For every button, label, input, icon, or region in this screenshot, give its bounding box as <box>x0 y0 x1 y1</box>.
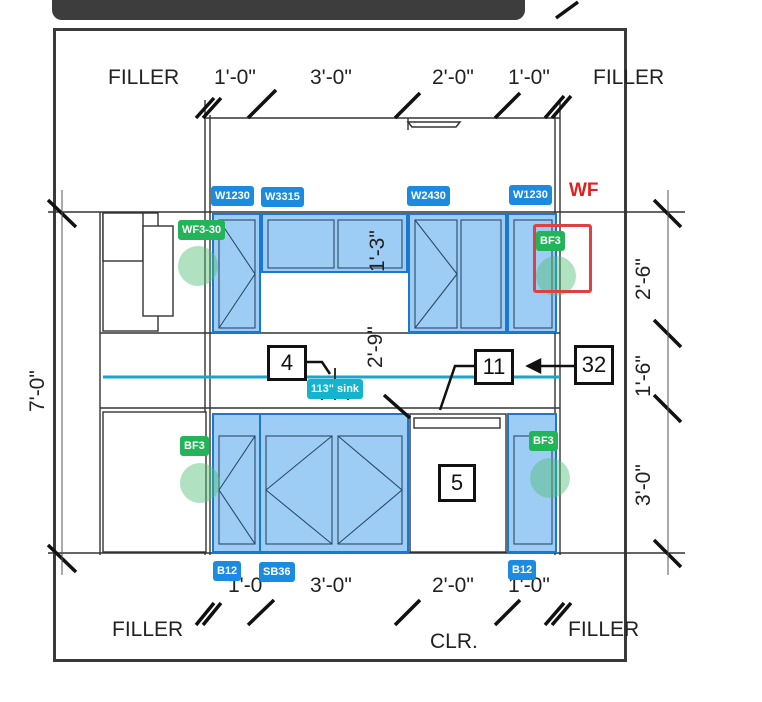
dim-upper-height: 2'-6" <box>632 258 655 300</box>
badge-sink[interactable]: 113" sink <box>307 379 364 399</box>
badge-sb36[interactable]: SB36 <box>259 562 295 582</box>
marker-dot <box>178 246 218 286</box>
dim-top-filler-left: FILLER <box>108 66 179 89</box>
dim-overall-height: 7'-0" <box>26 370 49 412</box>
hood-icon <box>406 121 462 128</box>
dim-top-filler-right: FILLER <box>593 66 664 89</box>
callout-32: 32 <box>574 345 614 385</box>
dim-top-w3: 2'-0" <box>432 66 474 89</box>
base-cabinets <box>212 413 557 553</box>
callout-arrows <box>306 357 575 411</box>
badge-b12-left[interactable]: B12 <box>213 561 242 581</box>
dim-bottom-filler-left: FILLER <box>112 618 183 641</box>
callout-4: 4 <box>267 345 307 381</box>
drawing-frame <box>53 28 627 662</box>
wf-highlight-box[interactable] <box>533 224 592 293</box>
badge-bf3-left[interactable]: BF3 <box>180 436 209 456</box>
wf-label: WF <box>569 180 599 201</box>
marker-dot <box>536 256 576 296</box>
badge-w2430[interactable]: W2430 <box>407 186 450 206</box>
dim-top-w1: 1'-0" <box>214 66 256 89</box>
callout-11: 11 <box>474 349 514 385</box>
badge-w1230-right[interactable]: W1230 <box>509 185 552 205</box>
badge-b12-right[interactable]: B12 <box>508 560 537 580</box>
dim-top-w4: 1'-0" <box>508 66 550 89</box>
badge-wf3-30[interactable]: WF3-30 <box>178 220 226 240</box>
marker-dot <box>530 458 570 498</box>
callout-5: 5 <box>438 464 476 502</box>
dim-bottom-filler-right: FILLER <box>568 618 639 641</box>
badge-w1230-left[interactable]: W1230 <box>211 186 254 206</box>
badge-bf3-upper[interactable]: BF3 <box>536 231 565 251</box>
fridge-icon <box>102 212 207 553</box>
dim-splash-height: 1'-6" <box>632 355 655 397</box>
dim-top-w2: 3'-0" <box>310 66 352 89</box>
cabinet-sb36 <box>259 413 409 553</box>
cabinet-b12-left <box>212 413 261 553</box>
dim-base-height: 3'-0" <box>632 464 655 506</box>
door-outlines <box>218 219 553 545</box>
dim-upper-small: 1'-3" <box>366 230 389 272</box>
window-top-bar <box>52 0 525 20</box>
dim-bottom-w3: 2'-0" <box>432 574 474 597</box>
right-dimension-line <box>61 190 669 575</box>
dim-clearance: CLR. <box>430 630 478 653</box>
badge-bf3-right[interactable]: BF3 <box>529 431 558 451</box>
dim-bottom-w2: 3'-0" <box>310 574 352 597</box>
dim-gap-height: 2'-9" <box>364 326 387 368</box>
badge-w3315[interactable]: W3315 <box>261 187 304 207</box>
marker-dot <box>180 463 220 503</box>
